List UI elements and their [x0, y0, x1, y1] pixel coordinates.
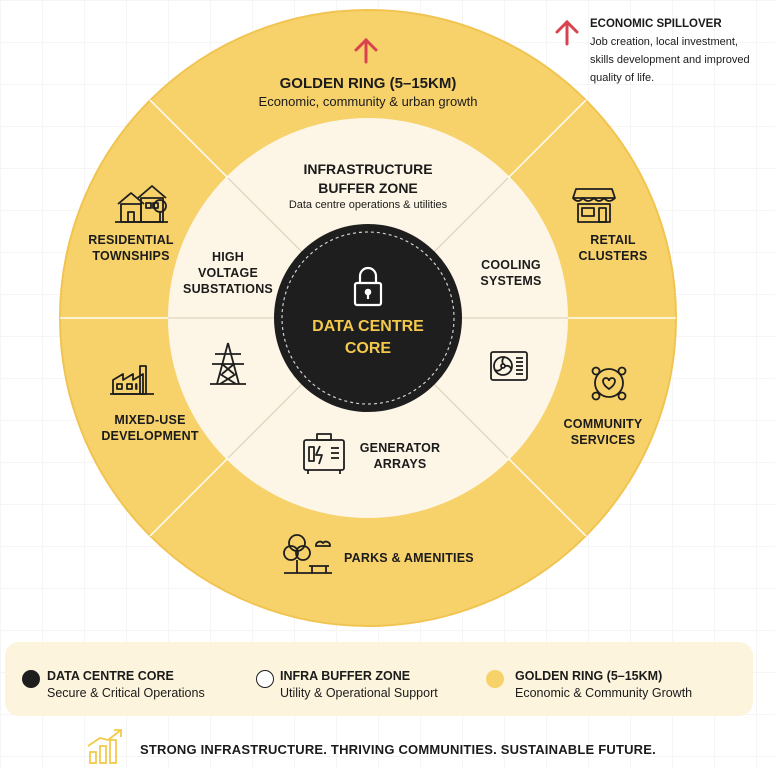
legend-buffer-sub: Utility & Operational Support	[280, 686, 438, 700]
factory-icon	[110, 365, 154, 395]
shop-icon	[572, 188, 616, 223]
ring-up-arrow-icon	[354, 37, 378, 64]
legend-buffer-swatch	[256, 670, 274, 688]
legend-buffer-title: INFRA BUFFER ZONE	[280, 669, 411, 683]
legend-core-sub: Secure & Critical Operations	[47, 686, 205, 700]
legend-ring-sub: Economic & Community Growth	[515, 686, 693, 700]
legend-ring-title: GOLDEN RING (5–15KM)	[515, 669, 663, 683]
spillover-arrow-icon	[555, 19, 579, 46]
ring-item-residential: RESIDENTIAL TOWNSHIPS	[88, 233, 174, 263]
community-icon	[591, 366, 627, 401]
golden-ring-title: GOLDEN RING (5–15KM)	[279, 75, 457, 92]
buffer-item-generator: GENERATOR ARRAYS	[359, 441, 441, 471]
legend-ring-swatch	[486, 670, 504, 688]
ring-item-community: COMMUNITY SERVICES	[563, 417, 643, 447]
golden-ring-subtitle: Economic, community & urban growth	[258, 94, 478, 109]
buffer-item-substations: HIGH VOLTAGE SUBSTATIONS	[183, 250, 273, 296]
pylon-icon	[210, 342, 246, 385]
ring-dividers	[60, 99, 676, 537]
buffer-dividers	[168, 177, 568, 459]
legend-core-title: DATA CENTRE CORE	[47, 669, 174, 683]
generator-icon	[303, 433, 345, 474]
spillover-description: Job creation, local investment, skills d…	[590, 36, 750, 84]
buffer-item-cooling: COOLING SYSTEMS	[480, 258, 542, 288]
core-label: DATA CENTRE CORE	[312, 318, 424, 357]
footer-tagline: STRONG INFRASTRUCTURE. THRIVING COMMUNIT…	[140, 742, 656, 757]
fan-unit-icon	[490, 351, 528, 381]
buffer-zone-title: INFRASTRUCTURE BUFFER ZONE	[303, 161, 433, 196]
legend-panel	[5, 642, 753, 716]
growth-chart-icon	[87, 729, 122, 764]
ring-item-parks: PARKS & AMENITIES	[344, 551, 474, 565]
lock-icon	[353, 266, 383, 307]
legend-core-swatch	[22, 670, 40, 688]
core-dashed-ring	[281, 231, 455, 405]
houses-icon	[115, 185, 168, 223]
ring-item-retail: RETAIL CLUSTERS	[578, 233, 648, 263]
core-circle	[274, 224, 462, 412]
spillover-title: ECONOMIC SPILLOVER	[590, 18, 722, 30]
park-icon	[283, 534, 332, 574]
ring-item-mixeduse: MIXED-USE DEVELOPMENT	[101, 413, 199, 443]
buffer-zone-subtitle: Data centre operations & utilities	[288, 199, 448, 211]
